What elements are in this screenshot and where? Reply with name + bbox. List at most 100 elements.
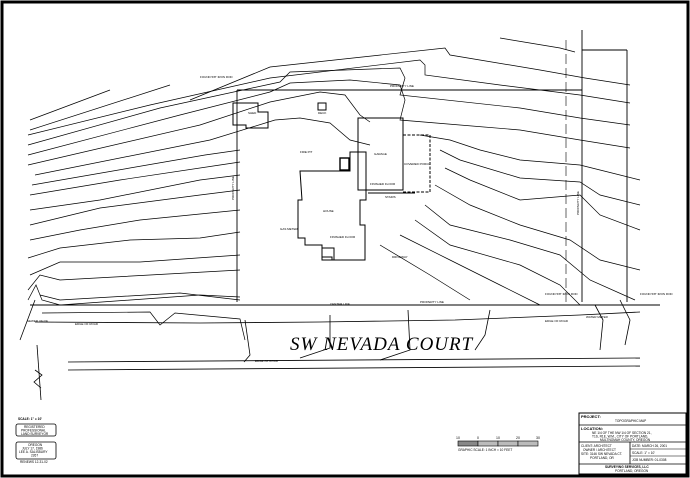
label-stairs: STAIRS [385,195,396,199]
stamp-box-line: JULY 17, 1986 [22,447,43,451]
scale-field: SCALE: 1" = 10' [632,451,655,455]
scale-bar-segment [497,440,519,447]
client-line: PORTLAND, OR [590,456,615,460]
driveway-edge [379,309,411,361]
label-house: HOUSE [323,209,334,213]
contour-line [189,47,631,101]
label-garage: GARAGE [374,152,387,156]
contour-line [419,134,641,181]
contour-line [29,189,241,226]
driveway-edge [619,299,631,346]
contour-line [27,59,631,136]
drawing-labels: SHED DECK GARAGE HOUSE COVERED PORCH FIN… [27,75,673,363]
label-edge-of-road-1: EDGE OF ROAD [75,322,99,326]
small-structure [317,102,327,111]
label-driveway: DRIVEWAY [392,255,408,259]
scale-tick: 10 [456,436,460,440]
label-property-line-e: PROPERTY LINE [576,191,580,215]
contour-line [31,149,241,186]
contour-line [444,167,641,231]
contour-line [41,311,246,341]
contour-line [34,117,371,176]
property-lines [30,30,660,306]
project-label: PROJECT: [581,414,601,419]
contour-line [29,161,241,196]
scale-tick: 10 [496,436,500,440]
label-sewer-valve: SEWER VALVE [27,319,48,323]
contour-line [399,234,541,306]
contour-line [434,184,641,271]
edge-of-road-north [34,311,641,324]
contour-line [27,79,631,156]
contour-line [379,244,471,301]
contour-line [29,84,171,131]
garage-outline [357,117,404,191]
contour-line [27,91,371,166]
contour-line [27,231,241,259]
label-finished-floor-1: FINISHED FLOOR [370,182,396,186]
location-line: MULTNOMAH COUNTY, OREGON [600,438,651,442]
scale-tick: 0 [477,436,479,440]
shed-outline [232,102,269,129]
contour-line [39,292,241,301]
label-found-monument-2: FOUND 5/8" IRON ROD [545,292,578,296]
legend-scale: SCALE: 1" = 10' [18,417,42,421]
contour-line [439,149,641,206]
scale-bar-segment [457,440,479,447]
driveway-edge [243,319,251,363]
porch-block [321,247,335,261]
street-name: SW NEVADA COURT [290,334,474,355]
firm-address: PORTLAND, OREGON [615,469,649,473]
label-shed: SHED [248,111,257,115]
culvert-line [19,299,36,341]
job-number-field: JOB NUMBER: 01-0308 [632,458,667,462]
road-line-south-1 [67,357,641,363]
scale-tick: 20 [516,436,520,440]
label-water-meter: WATER METER [586,315,609,319]
scale-tick: 30 [536,436,540,440]
label-covered-porch: COVERED PORCH [404,162,431,166]
contour-line [27,284,241,306]
stair-block [339,157,350,171]
contour-lines [27,37,641,341]
driveway-edge [299,315,331,359]
label-gas-meter: GAS METER [280,227,299,231]
location-label: LOCATION: [581,426,603,431]
label-deck: DECK [318,111,326,115]
driveway-edge [594,304,604,351]
contour-line [414,219,581,306]
contour-line [424,204,636,301]
label-fire-pit: FIRE PIT [300,150,313,154]
surveyor-box-line: PROFESSIONAL [21,429,46,433]
label-property-line-s: PROPERTY LINE [420,300,444,304]
surveyor-box [15,423,57,437]
stamp-box-line: LEE A. SALISBURY [19,450,48,454]
contour-line [27,269,241,291]
surveyor-legend: SCALE: 1" = 10' REGISTERED PROFESSIONAL … [15,417,57,464]
stamp-box-line: OREGON [28,443,43,447]
date-field: DATE: MARCH 26, 2001 [632,444,667,448]
location-line: NE 1/4 OF THE NW 1/4 OF SECTION 21, [592,431,652,435]
client-line: SITE: 3146 SW NEVADA CT. [581,452,622,456]
label-centerline: CENTER LINE [330,302,350,306]
label-finished-floor-2: FINISHED FLOOR [330,235,356,239]
stamp-box-line: 2267 [31,454,38,458]
contour-line [29,174,241,211]
road-edges [19,299,641,371]
carport-outline [403,134,431,193]
contour-line [27,67,631,146]
contour-line [29,209,241,241]
scale-bar-segment [517,440,539,447]
label-found-monument-3: FOUND 5/8" IRON ROD [640,292,673,296]
client-line: CLIENT: ARCHITECT [581,444,612,448]
location-line: T1S, R1E, W.M., CITY OF PORTLAND, [592,435,648,439]
label-property-line-w: PROPERTY LINE [231,176,235,200]
label-found-monument-1: FOUND 5/8" IRON ROD [200,75,233,79]
client-line: OWNER / ARCHITECT [583,448,616,452]
firm-name: SURVEYING SERVICES, LLC [605,465,649,469]
surveyor-box-line: REGISTERED [24,425,45,429]
surveyor-box-line: LAND SURVEYOR [21,432,49,436]
driveway-edge [474,309,491,351]
